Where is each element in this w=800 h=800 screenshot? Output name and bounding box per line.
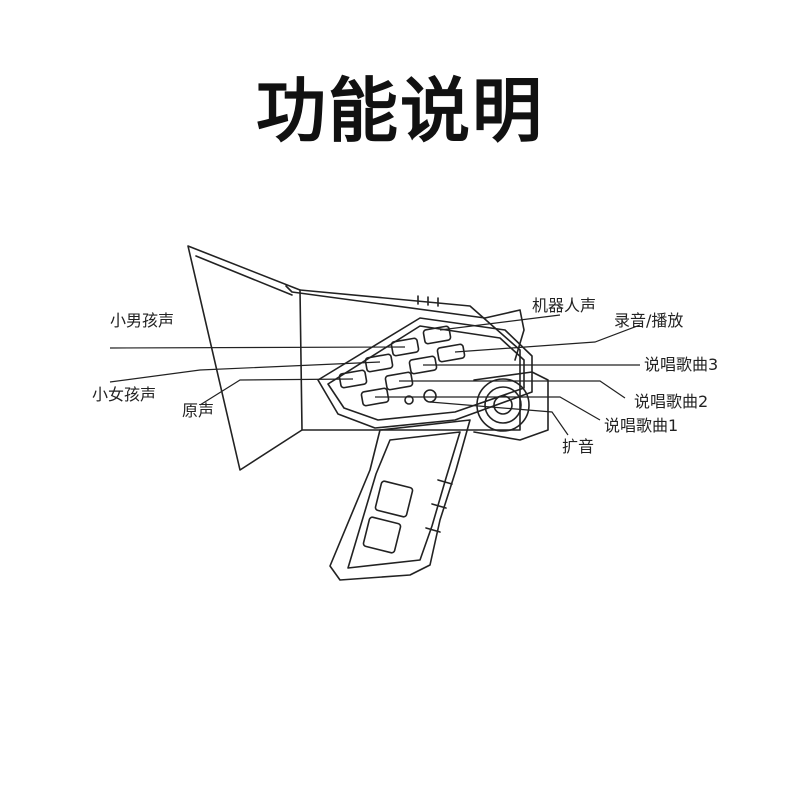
horn-bell xyxy=(187,245,303,471)
top-ridge xyxy=(285,285,525,361)
dial-housing xyxy=(473,371,549,441)
leader-robot-voice xyxy=(439,314,561,331)
leader-original-voice xyxy=(199,378,354,406)
label-girl-voice: 小女孩声 xyxy=(92,385,157,404)
control-panel xyxy=(317,317,533,429)
label-amplify: 扩音 xyxy=(562,437,595,456)
label-boy-voice: 小男孩声 xyxy=(110,311,175,330)
horn-inner-line xyxy=(195,255,293,296)
volume-dial-mid xyxy=(484,386,522,424)
label-record-play: 录音/播放 xyxy=(614,311,684,330)
grip-notch-3 xyxy=(425,527,441,533)
grip-body xyxy=(329,419,471,581)
button-song2 xyxy=(384,371,414,391)
leader-amplify xyxy=(429,401,569,436)
volume-dial-inner xyxy=(493,395,513,415)
page-title: 功能说明 xyxy=(256,70,544,152)
leader-song-2 xyxy=(399,380,626,399)
grip-panel-upper xyxy=(374,480,414,518)
label-song-3: 说唱歌曲3 xyxy=(644,355,719,374)
label-song-1: 说唱歌曲1 xyxy=(604,416,679,435)
leader-song-1 xyxy=(375,396,601,421)
volume-dial-outer xyxy=(476,378,530,432)
leader-boy-voice xyxy=(109,346,406,349)
button-girl xyxy=(364,353,394,373)
label-robot-voice: 机器人声 xyxy=(532,296,597,315)
button-song1 xyxy=(360,387,390,407)
button-robot xyxy=(422,325,452,345)
grip-notch-1 xyxy=(437,479,453,485)
label-song-2: 说唱歌曲2 xyxy=(634,392,709,411)
control-panel-inner xyxy=(327,325,525,421)
button-boy xyxy=(390,337,420,357)
power-indicator xyxy=(404,395,414,405)
leader-girl-voice xyxy=(109,361,381,383)
button-record xyxy=(436,343,466,363)
button-song3 xyxy=(408,355,438,375)
grip-inner xyxy=(347,431,461,569)
grip-notch-2 xyxy=(431,503,447,509)
button-amplify xyxy=(423,389,437,403)
button-original xyxy=(338,369,368,389)
horn-neck xyxy=(299,289,521,431)
label-original-voice: 原声 xyxy=(182,401,215,420)
grip-panel-lower xyxy=(362,516,402,554)
leader-record-play xyxy=(454,324,641,353)
